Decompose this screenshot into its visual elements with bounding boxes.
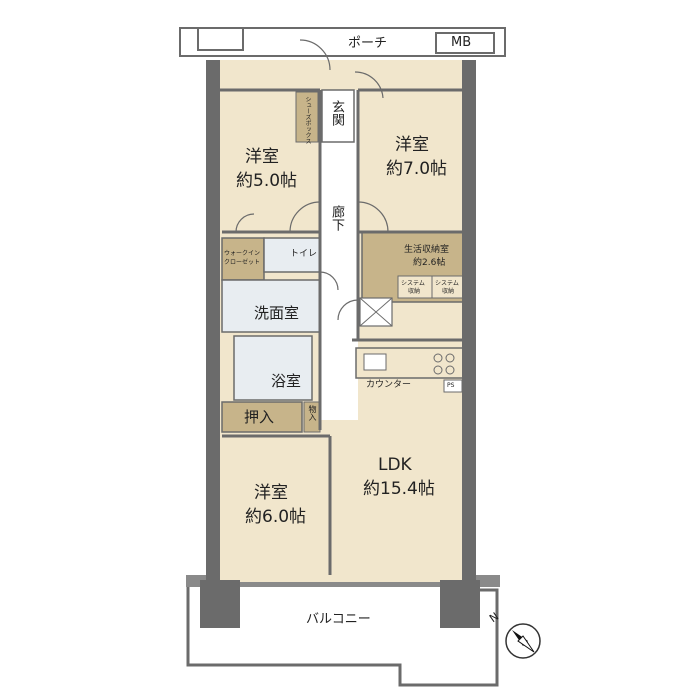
western-6-name: 洋室 — [254, 483, 288, 503]
interior-walls — [210, 88, 466, 575]
entrance-label: 玄関 — [329, 100, 344, 126]
ldk-name: LDK — [378, 455, 412, 475]
door-swings — [235, 39, 389, 321]
compass-icon — [505, 623, 541, 659]
mb-label: MB — [451, 35, 472, 50]
western-5-size: 約5.0帖 — [236, 171, 298, 191]
outer-walls — [200, 60, 480, 628]
counter-label: カウンター — [366, 380, 412, 390]
porch-area — [179, 27, 506, 57]
ps-label: PS — [447, 382, 455, 389]
porch-label: ポーチ — [348, 36, 388, 51]
toilet-label: トイレ — [290, 249, 318, 259]
washroom-label: 洗面室 — [254, 304, 300, 322]
system-storage-2-line1: システム — [435, 280, 459, 287]
walk-in-closet-line2: クローゼット — [224, 259, 261, 266]
shoe-box-label: シューズボックス — [304, 96, 311, 144]
storage-name: 生活収納室 — [404, 245, 450, 255]
bathroom-label: 浴室 — [271, 372, 302, 390]
system-storage-1-line2: 収納 — [408, 288, 421, 295]
monoire-label: 物入 — [308, 405, 317, 421]
western-7-size: 約7.0帖 — [386, 159, 448, 179]
walk-in-closet-line1: ウォークイン — [224, 250, 261, 257]
system-storage-1-line1: システム — [401, 280, 425, 287]
western-5-name: 洋室 — [245, 147, 279, 167]
corridor-label: 廊下 — [329, 205, 344, 231]
balcony-label: バルコニー — [306, 612, 371, 627]
oshiire-label: 押入 — [244, 408, 275, 426]
ldk-size: 約15.4帖 — [363, 479, 435, 499]
western-7-name: 洋室 — [395, 135, 429, 155]
western-6-size: 約6.0帖 — [245, 507, 307, 527]
floor-area — [210, 60, 472, 582]
system-storage-2-line2: 収納 — [442, 288, 455, 295]
storage-size: 約2.6帖 — [413, 258, 446, 268]
